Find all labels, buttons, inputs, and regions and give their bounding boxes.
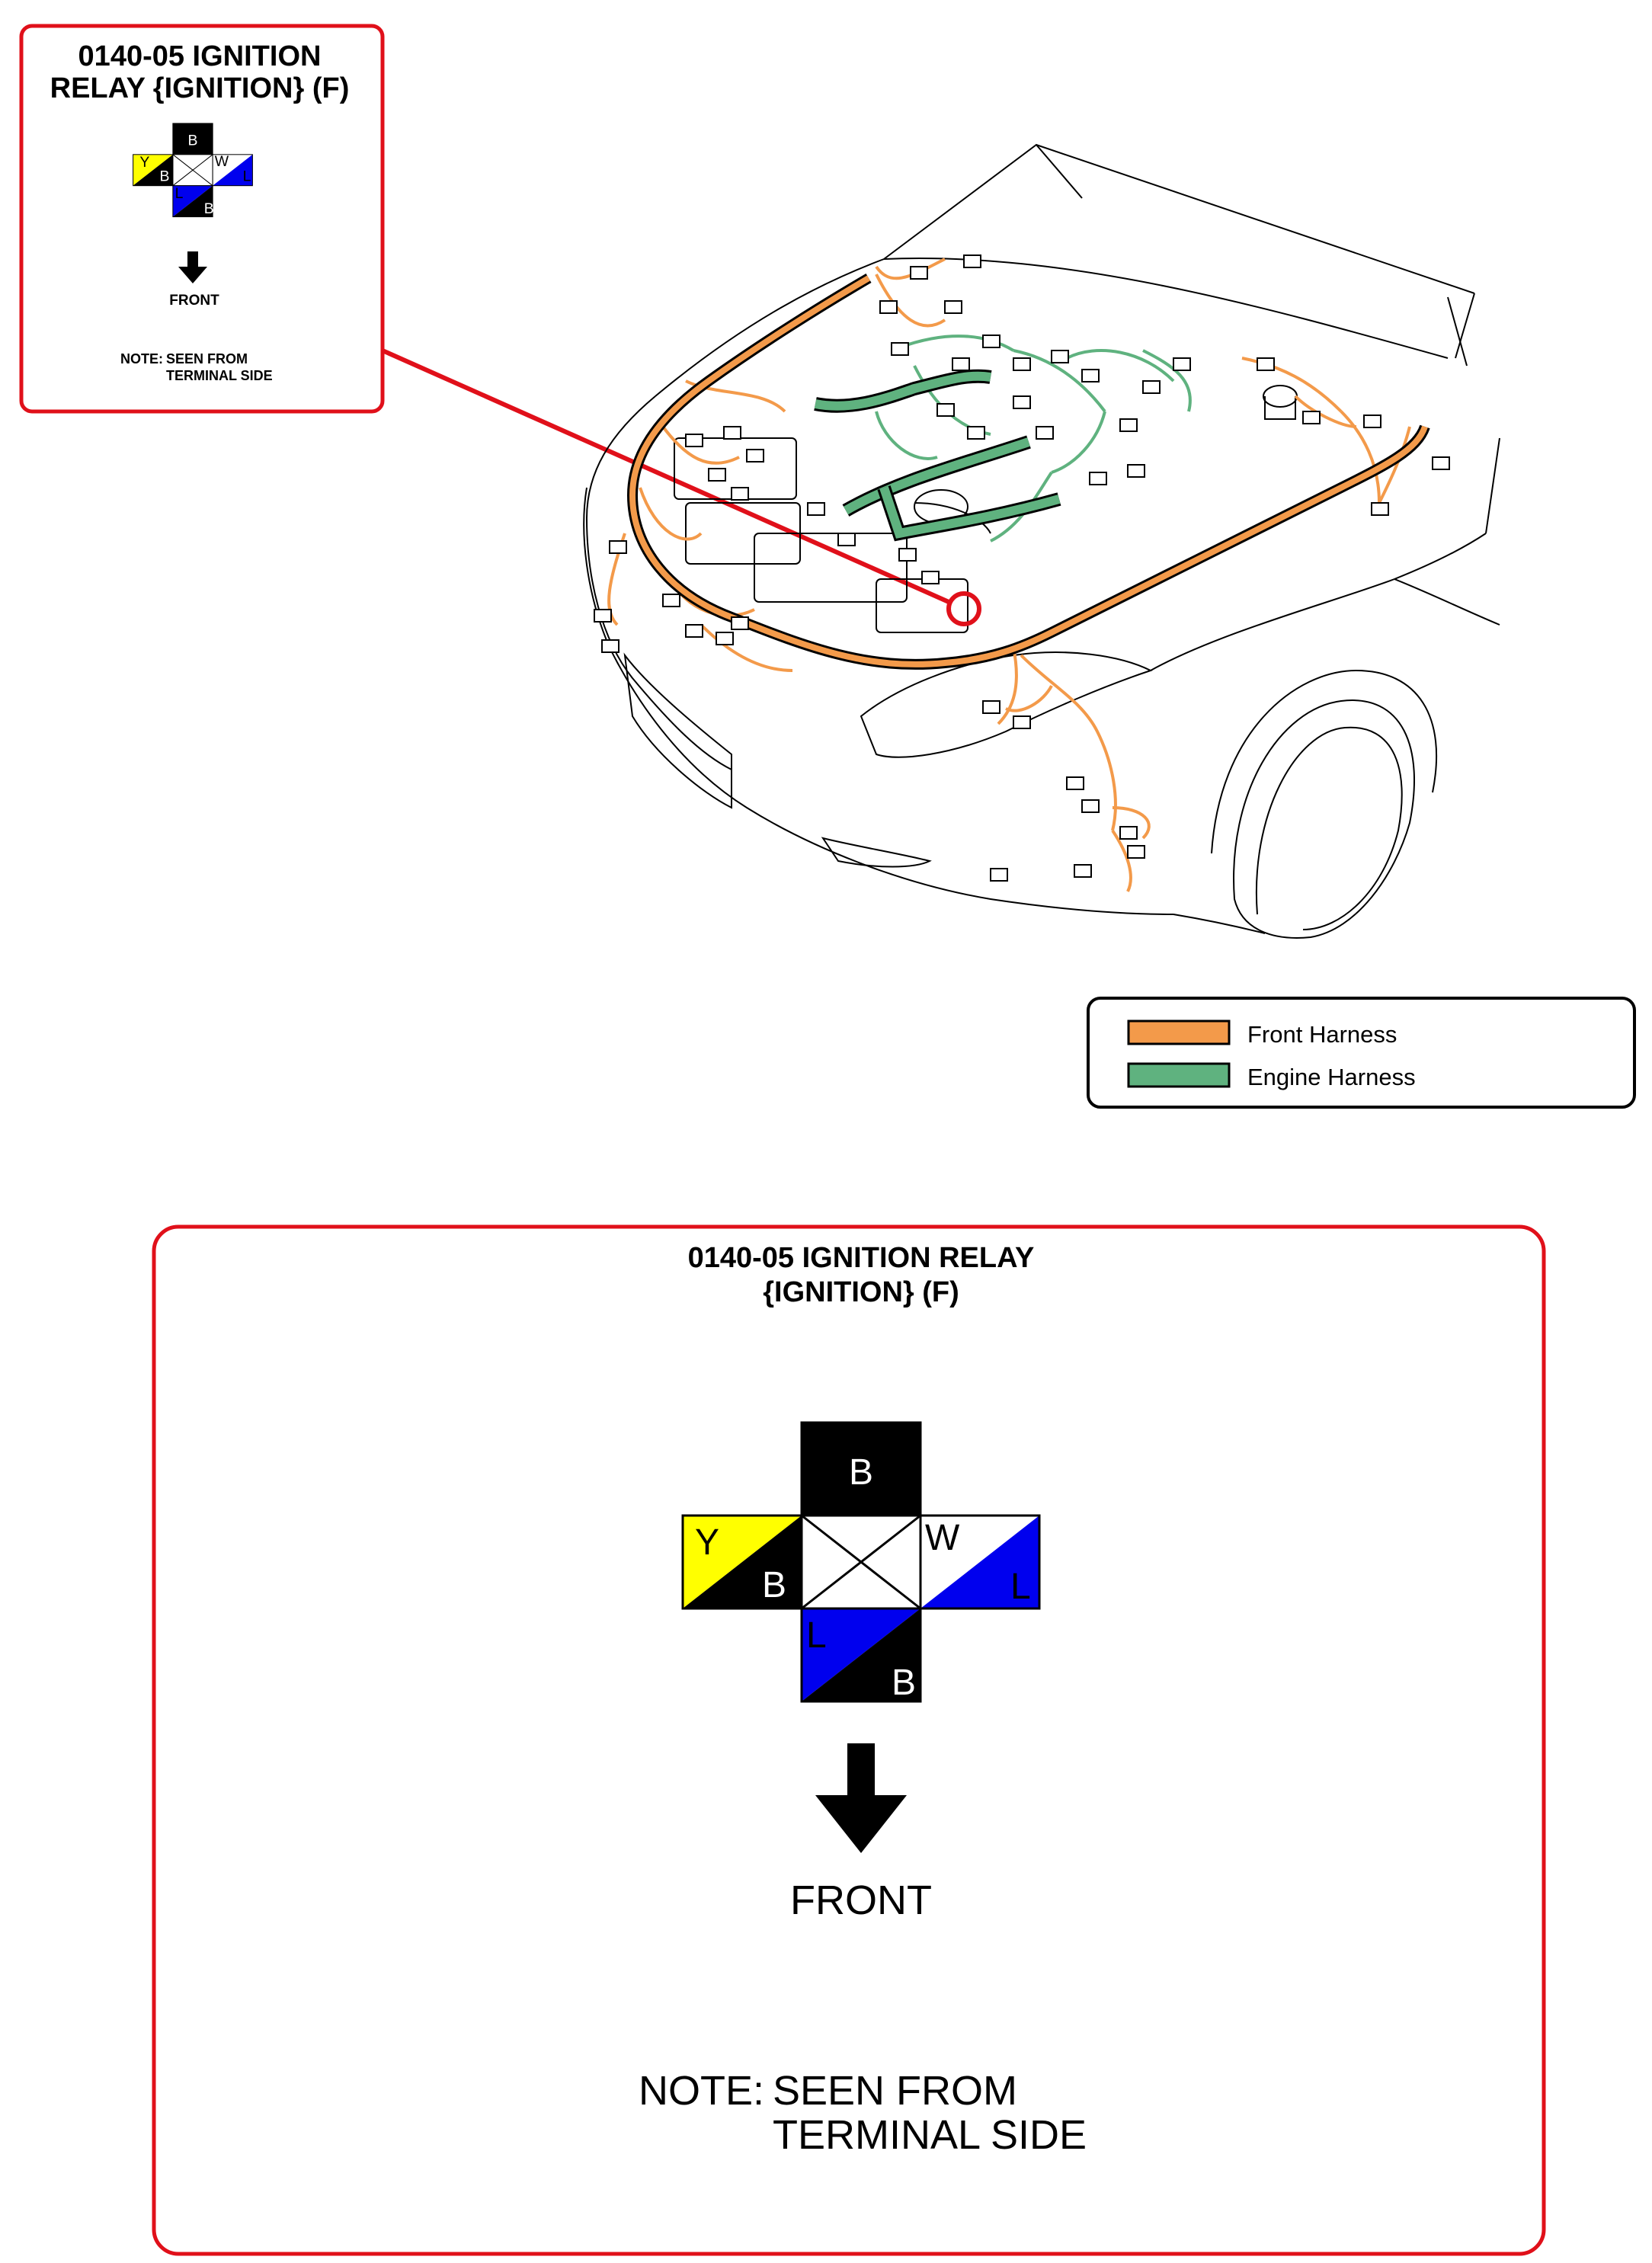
front-harness-wires [607,258,1411,892]
small-note-line2: TERMINAL SIDE [166,368,273,383]
svg-text:B: B [204,200,214,217]
svg-text:Y: Y [139,154,149,171]
front-harness-trunk [626,273,1430,670]
large-callout-title-line2: {IGNITION} (F) [763,1276,959,1308]
large-front-label: FRONT [790,1877,932,1923]
svg-text:L: L [175,185,184,202]
harness-connectors [594,254,1450,882]
pin-right-upper-label: W [925,1518,960,1558]
pin-left-lower-label: B [762,1565,786,1605]
legend-label-engine-harness: Engine Harness [1247,1064,1416,1090]
legend-border [1087,997,1636,1109]
pin-left: Y B [681,1514,803,1610]
large-note-line2: TERMINAL SIDE [773,2112,1087,2158]
svg-text:B: B [188,132,198,149]
large-callout: 0140-05 IGNITION RELAY {IGNITION} (F) B … [152,1224,1546,2256]
small-callout-title-line2: RELAY {IGNITION} (F) [50,72,350,104]
callout-leader-line [381,348,950,604]
svg-text:W: W [215,153,229,170]
legend-label-front-harness: Front Harness [1247,1021,1397,1048]
large-note-label: NOTE: [639,2068,764,2114]
pin-bottom: L B [800,1607,922,1703]
svg-text:L: L [243,168,251,184]
relay-location-marker [946,591,981,626]
small-connector: B Y B W L L B [133,123,253,217]
pin-right-lower-label: L [1010,1567,1031,1607]
small-front-arrow-icon [178,251,207,283]
harness-legend: Front Harness Engine Harness [1087,997,1636,1109]
car-illustration [583,143,1500,939]
pin-top [800,1421,922,1517]
legend-swatch-engine-harness [1127,1062,1231,1088]
small-callout-title-line1: 0140-05 IGNITION [78,40,322,72]
pin-bottom-upper-label: L [806,1615,827,1656]
svg-text:B: B [159,168,169,184]
pin-bottom-lower-label: B [892,1663,916,1703]
legend-swatch-front-harness [1127,1019,1231,1045]
large-connector: B Y B W L [681,1421,1041,1703]
pin-top-label: B [849,1452,873,1493]
large-note-line1: SEEN FROM [773,2068,1017,2114]
small-callout-border [19,24,385,414]
large-front-arrow-icon [815,1743,907,1853]
pin-right: W L [919,1514,1041,1610]
large-callout-title-line1: 0140-05 IGNITION RELAY [688,1242,1035,1274]
small-note-label: NOTE: [120,351,163,366]
engine-harness-trunk [814,369,1061,542]
small-front-label: FRONT [169,293,219,309]
pin-left-upper-label: Y [695,1522,719,1563]
large-callout-border [152,1224,1546,2256]
small-note-line1: SEEN FROM [166,351,248,366]
small-callout: 0140-05 IGNITION RELAY {IGNITION} (F) B … [19,24,385,414]
